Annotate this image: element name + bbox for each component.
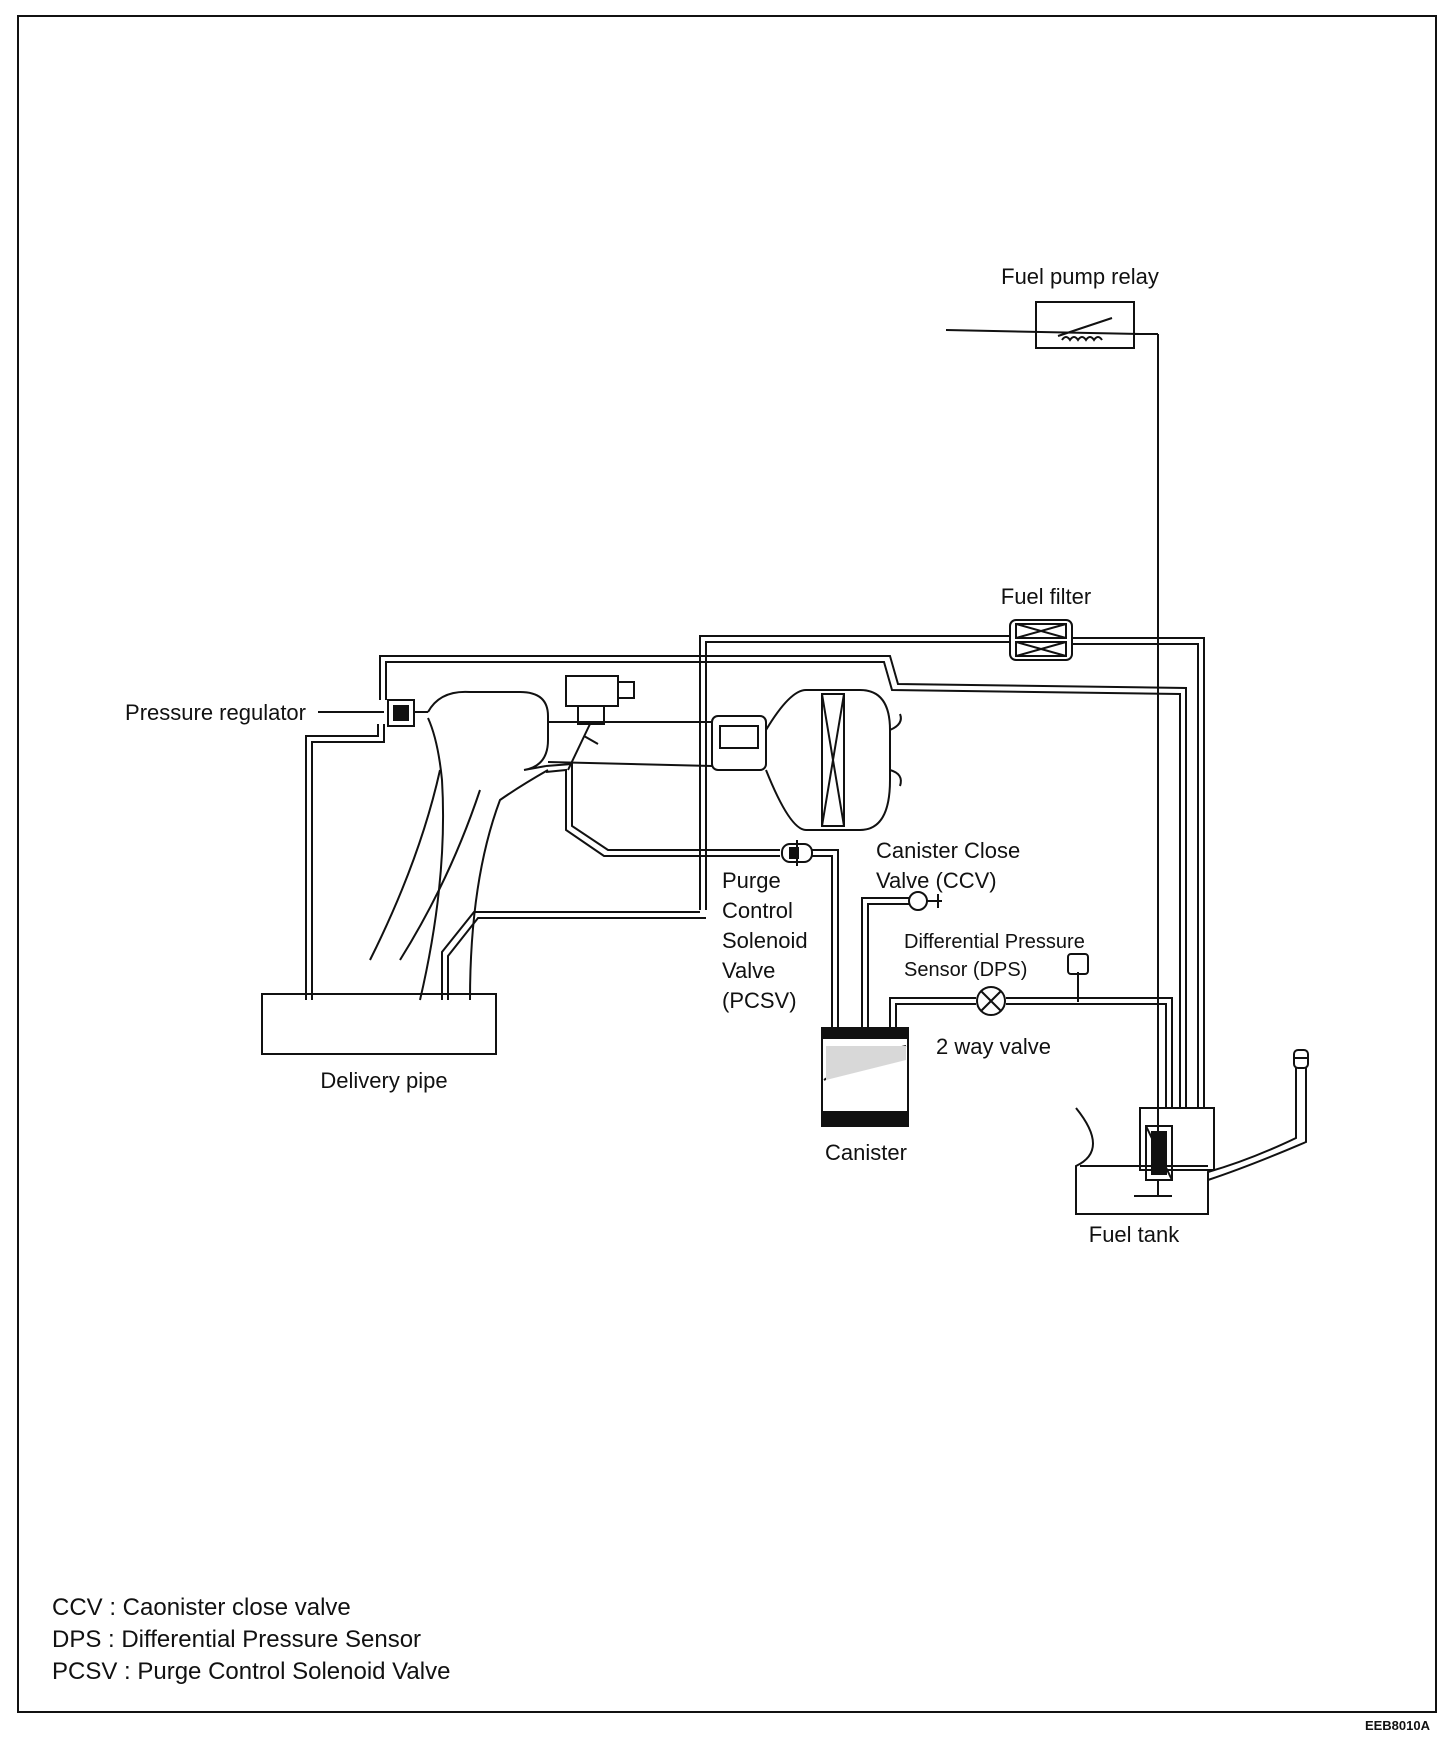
legend: CCV : Caonister close valve DPS : Differ… <box>52 1592 450 1688</box>
frame-border <box>17 15 1437 1713</box>
dps-sensor <box>1067 953 1089 975</box>
pressure-regulator <box>387 699 428 727</box>
fuel-filter-label: Fuel filter <box>1001 584 1091 609</box>
fuel-pump-relay-label: Fuel pump relay <box>1001 264 1159 289</box>
legend-item-ccv: CCV : Caonister close valve <box>52 1594 351 1621</box>
pcsv-label-line-2: Control <box>722 898 793 923</box>
pcsv-label-line-4: Valve <box>722 958 775 983</box>
fuel-lines <box>305 635 1205 1108</box>
canister-label: Canister <box>825 1140 907 1165</box>
pressure-regulator-label: Pressure regulator <box>125 700 306 725</box>
delivery-pipe-label: Delivery pipe <box>320 1068 447 1093</box>
ccv-label-line-1: Canister Close <box>876 838 1020 863</box>
ccv-valve <box>908 891 942 911</box>
fuel-filter <box>1009 619 1073 661</box>
canister <box>821 1027 909 1127</box>
delivery-pipe <box>261 993 497 1055</box>
figure-id: EEB8010A <box>1364 1718 1430 1733</box>
dps-label-line-1: Differential Pressure <box>904 931 1085 953</box>
fuel-pump-relay <box>945 301 1159 1160</box>
fuel-tank-label: Fuel tank <box>1089 1222 1180 1247</box>
dps-label-line-2: Sensor (DPS) <box>904 959 1027 981</box>
two-way-valve-label: 2 way valve <box>936 1034 1051 1059</box>
pcsv-label-line-3: Solenoid <box>722 928 808 953</box>
air-cleaner <box>711 689 902 831</box>
fuel-tank <box>1075 1049 1309 1215</box>
legend-item-dps: DPS : Differential Pressure Sensor <box>52 1626 422 1653</box>
two-way-valve <box>976 986 1006 1016</box>
pcsv-valve <box>781 840 813 866</box>
throttle-actuator <box>547 675 713 771</box>
pcsv-label-line-1: Purge <box>722 868 781 893</box>
legend-item-pcsv: PCSV : Purge Control Solenoid Valve <box>52 1658 451 1685</box>
intake-manifold <box>369 690 549 1001</box>
ccv-label-line-2: Valve (CCV) <box>876 868 997 893</box>
pcsv-label-line-5: (PCSV) <box>722 988 797 1013</box>
